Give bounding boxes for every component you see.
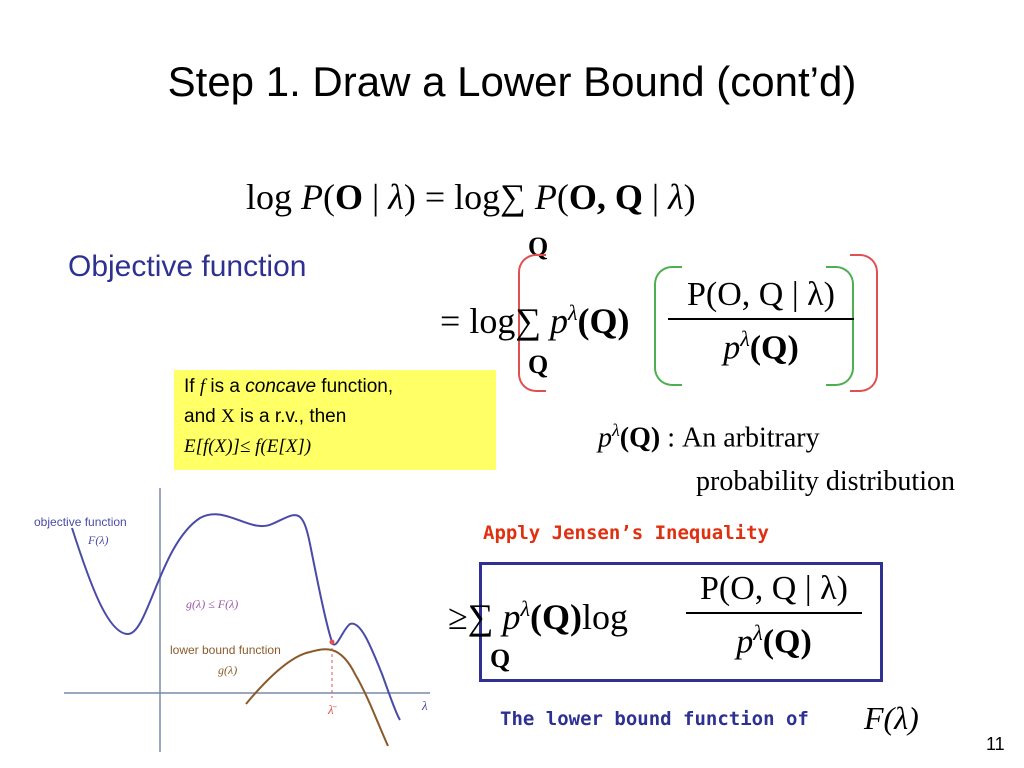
eq3-den-sup: λ: [753, 620, 763, 645]
eq3-den-arg: (Q): [762, 623, 812, 661]
eq1-bar: |: [363, 177, 389, 217]
red-bracket-left: [518, 254, 546, 392]
eq2-fraction: P(O, Q | λ) pλ(Q): [668, 276, 854, 367]
arb-colon: :: [660, 422, 683, 454]
eq1-sum-subscript: Q: [528, 232, 549, 261]
eq3-log: log: [581, 597, 628, 637]
eq2-log: log: [469, 301, 516, 341]
eq2-argQ: (Q): [577, 301, 630, 341]
eq3-fraction-bar: [686, 612, 862, 614]
eq3-den-p: p: [736, 623, 754, 661]
eq1-rhs-P: P: [534, 177, 557, 217]
arb-text1: An arbitrary: [682, 422, 820, 454]
jensen-f: f: [199, 376, 206, 397]
eq1-lambda: λ: [388, 177, 404, 217]
eq2-p: p: [550, 301, 568, 341]
green-bracket-right: [826, 266, 854, 386]
graph-inequality-label: g(λ) ≤ F(λ): [186, 597, 238, 611]
eq1-paren: (: [323, 177, 336, 217]
eq2-sum-subscript: Q: [528, 350, 549, 379]
graph-lambda-axis: λ: [421, 698, 428, 713]
eq2-den-arg: (Q): [749, 329, 799, 367]
graph-objective-F: F(λ): [87, 533, 109, 547]
equation-expanded: = log∑ pλ(Q): [440, 300, 630, 342]
jensen-function: function,: [316, 376, 394, 397]
lower-bound-curve: [245, 648, 389, 747]
eq1-P: P: [301, 177, 324, 217]
jensen-and: and: [184, 406, 221, 427]
eq2-sum: ∑: [515, 301, 541, 341]
equation-lower-bound: ≥∑ pλ(Q)log: [448, 596, 628, 638]
jensen-line-1: If f is a concave function,: [184, 376, 393, 398]
jensen-concave: concave: [245, 376, 317, 397]
green-bracket-left: [654, 266, 682, 386]
eq1-log: log: [246, 177, 293, 217]
apply-jensen-label: Apply Jensen’s Inequality: [483, 522, 769, 544]
eq2-equals: =: [440, 301, 470, 341]
eq2-numerator: P(O, Q | λ): [687, 276, 835, 313]
graph-lambda-bar: λ̄: [327, 702, 338, 717]
arbitrary-distribution-line2: probability distribution: [696, 466, 955, 497]
objective-function-label: Objective function: [68, 250, 307, 283]
objective-lower-bound-graph: objective function F(λ) g(λ) ≤ F(λ) lowe…: [34, 488, 430, 752]
eq1-equals: =: [415, 177, 455, 217]
eq1-sum: ∑: [500, 177, 526, 217]
eq1-paren-close: ): [403, 177, 416, 217]
eq3-geq: ≥: [448, 597, 468, 637]
red-bracket-right: [850, 254, 878, 392]
jensen-if: If: [184, 376, 200, 397]
graph-lower-bound-label: lower bound function: [170, 643, 281, 657]
eq2-den-p: p: [723, 329, 741, 367]
eq2-sup-lambda: λ: [568, 300, 578, 325]
eq3-sum-subscript: Q: [490, 644, 511, 673]
eq2-denominator: pλ(Q): [668, 326, 854, 367]
eq3-numerator: P(O, Q | λ): [700, 570, 848, 607]
jensen-line-2: and X is a r.v., then: [184, 406, 346, 428]
lower-bound-box: [479, 562, 883, 682]
eq3-sum: ∑: [467, 597, 494, 637]
arb-arg: (Q): [619, 422, 661, 454]
eq3-fraction: P(O, Q | λ) pλ(Q): [686, 570, 862, 661]
eq1-rhs-paren: (: [556, 177, 569, 217]
eq3-argQ: (Q): [529, 597, 582, 637]
equation-log-likelihood: log P(O | λ) = log∑ P(O, Q | λ): [246, 176, 696, 218]
graph-objective-label: objective function: [34, 515, 127, 529]
lower-bound-F-lambda: F(λ): [864, 700, 919, 736]
eq3-p: p: [502, 597, 521, 637]
arbitrary-distribution-line1: pλ(Q) : An arbitrary: [598, 420, 820, 454]
touch-point: [329, 639, 335, 645]
eq1-rhs-paren-close: ): [683, 177, 696, 217]
jensen-is-a: is a: [205, 376, 246, 397]
slide-title: Step 1. Draw a Lower Bound (cont’d): [167, 58, 857, 105]
objective-curve: [71, 513, 401, 721]
eq2-fraction-bar: [668, 318, 854, 320]
eq2-den-sup: λ: [740, 326, 750, 351]
lower-bound-function-label: The lower bound function of: [500, 708, 809, 730]
eq1-rhs-log: log: [454, 177, 501, 217]
eq1-O: O: [335, 177, 364, 217]
jensen-definition-box: If f is a concave function, and X is a r…: [174, 370, 496, 470]
jensen-inequality: E[f(X)]≤ f(E[X]): [184, 436, 312, 457]
arb-p: p: [598, 422, 612, 454]
eq3-denominator: pλ(Q): [686, 620, 862, 661]
eq3-sup: λ: [520, 596, 530, 621]
eq1-rhs-lambda: λ: [668, 177, 684, 217]
eq1-rhs-bar: |: [642, 177, 669, 217]
page-number: 11: [986, 734, 1005, 754]
jensen-rv: is a r.v., then: [234, 406, 347, 427]
graph-lower-g: g(λ): [218, 663, 237, 677]
arb-sup: λ: [612, 420, 620, 440]
eq1-rhs-OQ: O, Q: [568, 177, 643, 217]
jensen-X: X: [220, 406, 235, 427]
